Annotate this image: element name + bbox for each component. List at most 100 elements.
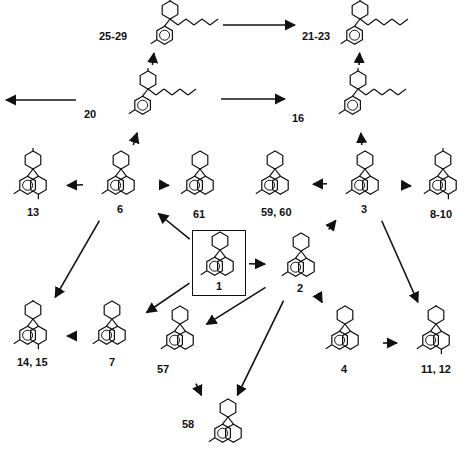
bond-line (28, 319, 33, 326)
bond-line (129, 110, 135, 114)
ring-bond (347, 26, 363, 44)
bond-line (209, 438, 215, 442)
ring-bond (220, 399, 236, 417)
compound: 11, 12 (400, 305, 472, 381)
bond-line (353, 89, 358, 96)
bond-line (357, 68, 358, 71)
boxed-compound: 1 (192, 230, 246, 296)
compound: 25-29 (95, 0, 220, 50)
bond-line (170, 19, 178, 25)
reaction-arrow (159, 184, 169, 186)
bond-line (376, 19, 384, 25)
bond-line (392, 19, 400, 25)
bond-line (442, 148, 443, 151)
ring-bond (273, 176, 289, 194)
bond-line (178, 19, 186, 25)
reaction-arrow (196, 384, 201, 396)
compound-number: 25-29 (98, 30, 128, 43)
reaction-arrow (361, 133, 362, 145)
ring-bond (267, 151, 283, 169)
reaction-arrow (382, 221, 418, 303)
bond-line (33, 319, 38, 326)
ring-bond (140, 71, 156, 89)
bond-line (148, 89, 156, 95)
compound-number: 57 (156, 363, 170, 376)
bond-line (121, 169, 126, 176)
bond-line (358, 89, 366, 95)
compound-number: 6 (116, 203, 124, 216)
compound-number: 2 (296, 282, 304, 295)
structure-drawing (78, 68, 218, 130)
bond-line (215, 250, 220, 257)
reaction-arrow (358, 53, 360, 65)
bond-line (165, 19, 170, 26)
bond-line (32, 148, 33, 151)
ring-bond (119, 176, 135, 194)
bond-line (169, 0, 170, 1)
reaction-arrow (223, 24, 295, 26)
reaction-arrow (158, 214, 189, 240)
compound-number: 7 (108, 356, 116, 369)
compound: 4 (310, 305, 380, 381)
bond-line (341, 40, 347, 44)
ring-bond (104, 301, 120, 319)
bond-line (172, 89, 180, 95)
compound: 6 (86, 148, 156, 218)
ring-bond (162, 1, 178, 19)
ring-bond (25, 151, 41, 169)
bond-line (435, 305, 436, 306)
structure-drawing (288, 68, 428, 130)
compound: 20 (78, 68, 218, 130)
reaction-arrow (152, 53, 154, 65)
bond-line (195, 169, 200, 176)
bond-line (360, 19, 368, 25)
aromatic-circle (160, 30, 170, 40)
compound: 61 (172, 148, 228, 226)
reaction-arrow (321, 301, 322, 303)
bond-line (296, 251, 301, 258)
structure-drawing (178, 398, 260, 468)
bond-line (180, 324, 185, 331)
compound: 7 (80, 300, 144, 372)
bond-line (431, 324, 436, 331)
bond-line (438, 169, 443, 176)
ring-bond (157, 26, 173, 44)
bond-line (210, 19, 218, 25)
offpage-arrow-line (6, 99, 76, 101)
bond-line (14, 190, 20, 194)
bond-line (368, 19, 376, 25)
bond-line (417, 345, 423, 349)
compound-number: 20 (83, 108, 97, 121)
ring-bond (293, 233, 309, 251)
ring-bond (31, 176, 47, 194)
bond-line (143, 89, 148, 96)
bond-line (28, 169, 33, 176)
compound-number: 58 (181, 418, 195, 431)
compound-number: 61 (192, 208, 206, 221)
reaction-arrow (221, 98, 285, 100)
bond-line (326, 345, 332, 349)
aromatic-circle (138, 100, 148, 110)
compound-number: 21-23 (301, 30, 331, 43)
bond-line (256, 190, 262, 194)
bond-line (384, 19, 392, 25)
compound-number: 14, 15 (16, 356, 49, 369)
compound-number: 11, 12 (420, 363, 452, 376)
bond-line (228, 417, 233, 424)
bond-line (282, 272, 288, 276)
compound-number: 16 (291, 112, 305, 125)
bond-line (374, 89, 382, 95)
bond-line (366, 89, 374, 95)
bond-line (93, 340, 99, 344)
reaction-arrow (237, 301, 283, 396)
bond-line (107, 319, 112, 326)
bond-line (223, 417, 228, 424)
bond-line (194, 19, 202, 25)
ring-bond (192, 151, 208, 169)
compound: 14, 15 (2, 300, 64, 372)
bond-line (186, 19, 194, 25)
bond-line (448, 194, 449, 199)
compound: 59, 60 (240, 148, 310, 222)
